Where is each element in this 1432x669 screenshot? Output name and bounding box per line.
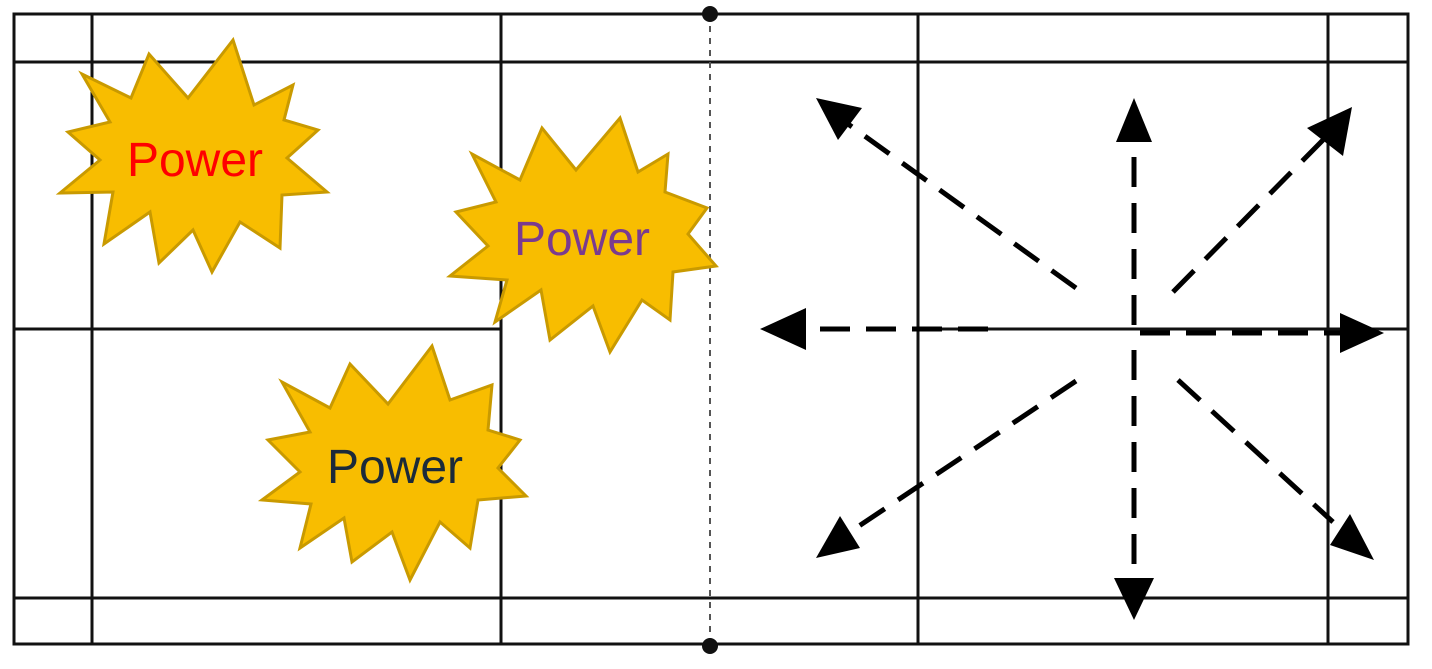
net-post-top <box>702 6 718 22</box>
power-burst-3: Power <box>257 342 530 584</box>
direction-arrows <box>760 98 1384 620</box>
burst-label: Power <box>127 134 263 187</box>
arrow-up-right <box>1171 107 1352 294</box>
power-burst-2: Power <box>446 114 719 356</box>
arrow-up-left <box>816 98 1078 291</box>
arrow-right <box>1140 313 1384 353</box>
burst-star-shape <box>257 342 530 584</box>
burst-star-shape <box>446 114 719 356</box>
net-post-bottom <box>702 638 718 654</box>
burst-label: Power <box>514 213 650 266</box>
arrow-down <box>1114 350 1154 620</box>
arrow-left <box>760 308 988 350</box>
arrow-down-left <box>816 378 1078 558</box>
burst-label: Power <box>327 441 463 494</box>
burst-star-shape <box>55 36 331 276</box>
arrow-up <box>1116 98 1152 325</box>
power-burst-1: Power <box>55 36 331 276</box>
arrow-down-right <box>1176 378 1374 560</box>
net <box>702 6 718 654</box>
